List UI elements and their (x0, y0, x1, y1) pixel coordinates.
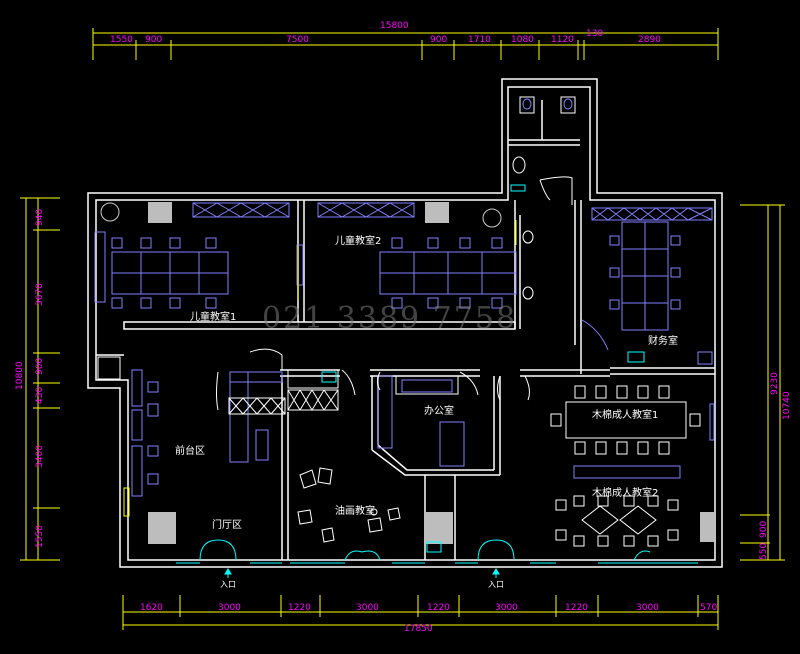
top-dim-9: 2890 (638, 35, 661, 45)
left-dim-5: 3400 (35, 445, 45, 468)
right-total-dim: 10740 (782, 391, 792, 420)
label-office: 办公室 (424, 404, 454, 417)
bottom-dim-7: 1220 (565, 603, 588, 613)
top-dim-4: 900 (430, 35, 447, 45)
bottom-dim-6: 3000 (495, 603, 518, 613)
bottom-dim-5: 1220 (427, 603, 450, 613)
bottom-dimensions (122, 595, 719, 630)
wood-class-2-furniture (426, 495, 679, 553)
bottom-total-dim: 17850 (404, 624, 433, 634)
kids-room-1-furniture (94, 202, 290, 309)
label-reception: 前台区 (175, 444, 205, 457)
top-total-dim: 15800 (380, 21, 409, 31)
kids-room-2-furniture (296, 202, 517, 309)
left-dim-3: 900 (35, 358, 45, 375)
left-dim-1: 940 (35, 209, 45, 226)
bottom-dim-9: 570 (700, 603, 717, 613)
right-dim-1: 900 (759, 521, 769, 538)
label-oil-painting: 油画教室 (335, 504, 375, 517)
label-entrance-2: 入口 (488, 580, 504, 589)
top-dim-5: 1710 (468, 35, 491, 45)
label-finance: 财务室 (648, 334, 678, 347)
windows (176, 539, 698, 578)
label-wood-class-1: 木棉成人教室1 (592, 408, 658, 421)
bottom-dim-2: 3000 (218, 603, 241, 613)
right-dimensions (740, 204, 785, 561)
right-inner-dim: 9230 (770, 372, 780, 395)
top-dim-8: 130 (586, 29, 603, 39)
finance-furniture (581, 207, 713, 365)
bottom-dim-3: 1220 (288, 603, 311, 613)
left-total-dim: 10800 (15, 361, 25, 390)
top-dim-3: 7500 (286, 35, 309, 45)
bottom-dim-8: 3000 (636, 603, 659, 613)
pillars (97, 202, 714, 544)
top-dim-7: 1120 (551, 35, 574, 45)
label-kids-room-1: 儿童教室1 (190, 310, 236, 323)
top-dim-6: 1080 (511, 35, 534, 45)
bottom-dim-1: 1620 (140, 603, 163, 613)
left-dim-4: 430 (35, 387, 45, 404)
label-lobby: 门厅区 (212, 518, 242, 531)
reception-furniture (123, 348, 286, 517)
left-dim-6: 1550 (35, 525, 45, 548)
label-wood-class-2: 木棉成人教室2 (592, 486, 658, 499)
left-dim-2: 3670 (35, 283, 45, 306)
right-dim-2: 550 (759, 543, 769, 560)
glazing-yellow (297, 220, 517, 300)
top-dim-1: 1550 (110, 35, 133, 45)
office-furniture (377, 371, 479, 467)
watermark: 021 3389 7758 (262, 301, 517, 336)
label-kids-room-2: 儿童教室2 (335, 234, 381, 247)
top-dim-2: 900 (145, 35, 162, 45)
restroom-fixtures (510, 96, 576, 300)
label-entrance-1: 入口 (220, 580, 236, 589)
wood-class-1-furniture (497, 375, 715, 479)
left-dimensions (20, 197, 60, 561)
bottom-dim-4: 3000 (356, 603, 379, 613)
walls (87, 78, 723, 568)
oil-room-furniture (287, 369, 401, 543)
top-dimensions (92, 28, 719, 60)
